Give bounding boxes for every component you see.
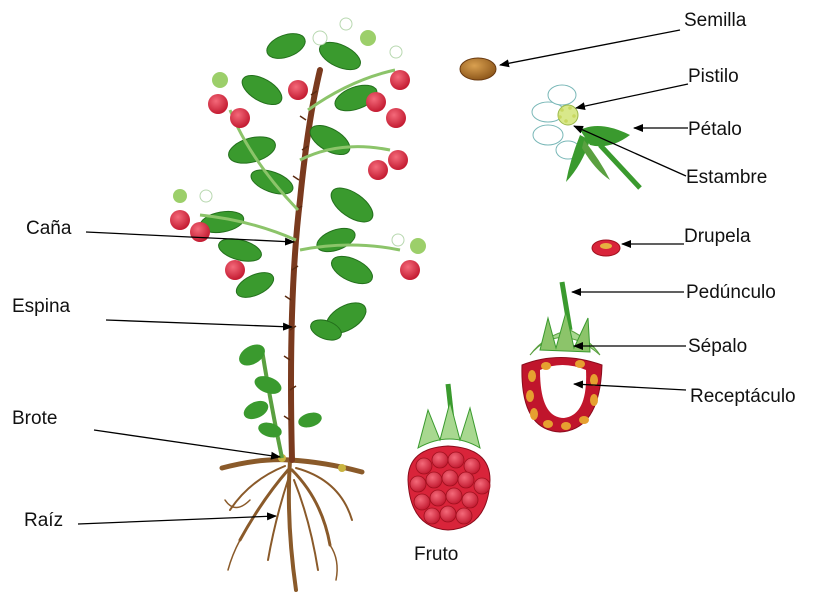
- label-fruto: Fruto: [414, 544, 458, 565]
- seed: [460, 58, 496, 80]
- label-receptaculo: Receptáculo: [690, 386, 796, 407]
- label-raiz: Raíz: [24, 510, 63, 531]
- label-sepalo: Sépalo: [688, 336, 747, 357]
- leader-espina: [106, 320, 292, 327]
- label-cana: Caña: [26, 218, 72, 239]
- whole-fruit: [408, 384, 490, 530]
- bud-secondary: [338, 464, 346, 472]
- root-system: [222, 460, 362, 590]
- drupelet: [592, 240, 620, 256]
- young-shoot: [235, 340, 323, 458]
- flower: [532, 85, 640, 188]
- label-brote: Brote: [12, 408, 57, 429]
- leader-pistilo: [576, 84, 688, 108]
- leader-cana: [86, 232, 294, 242]
- leader-brote: [94, 430, 280, 457]
- fruit-cross-section: [522, 282, 602, 432]
- label-espina: Espina: [12, 296, 71, 317]
- label-petalo: Pétalo: [688, 119, 742, 140]
- label-semilla: Semilla: [684, 10, 747, 31]
- label-pedunculo: Pedúnculo: [686, 282, 776, 303]
- leader-semilla: [500, 30, 680, 65]
- labels: Semilla Pistilo Pétalo Estambre Drupela …: [12, 10, 796, 565]
- label-drupela: Drupela: [684, 226, 751, 247]
- label-estambre: Estambre: [686, 167, 767, 188]
- label-pistilo: Pistilo: [688, 66, 739, 87]
- leader-raiz: [78, 516, 276, 524]
